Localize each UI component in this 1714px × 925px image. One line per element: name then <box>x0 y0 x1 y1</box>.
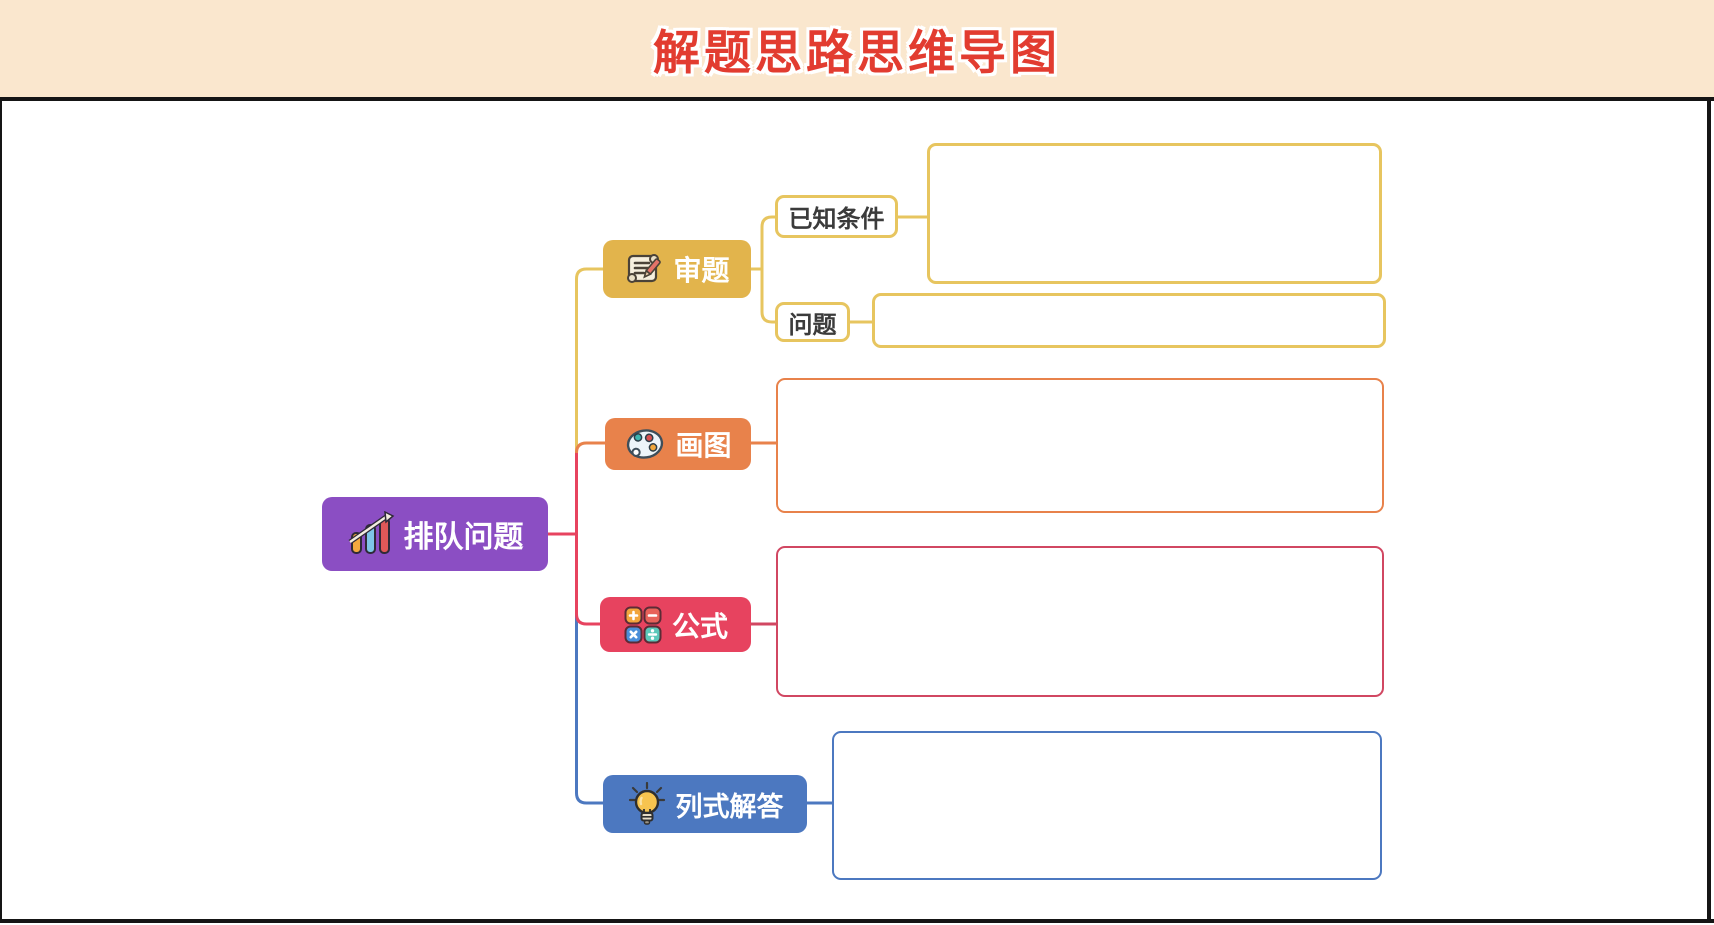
branch-node-label: 公式 <box>671 610 728 642</box>
branch-node-label: 审题 <box>673 255 730 286</box>
branch-node-gongshi[interactable]: 公式 <box>600 597 751 652</box>
math-operations-icon <box>623 605 663 645</box>
child-node-label: 问题 <box>788 311 837 339</box>
branch-node-lieshijieda[interactable]: 列式解答 <box>603 775 807 833</box>
child-node-wenti[interactable]: 问题 <box>775 302 850 342</box>
branch-node-label: 列式解答 <box>675 791 784 822</box>
content-box-yizhitiaojian[interactable] <box>927 143 1382 284</box>
content-box-huatu[interactable] <box>776 378 1384 513</box>
frame-right-line <box>1707 97 1711 923</box>
palette-icon <box>624 425 666 463</box>
light-bulb-icon <box>627 782 667 826</box>
branch-node-shenti[interactable]: 审题 <box>603 240 751 298</box>
frame-top-line <box>0 97 1714 101</box>
root-node-paidui-wenti[interactable]: 排队问题 <box>322 497 548 571</box>
branch-node-huatu[interactable]: 画图 <box>605 418 751 470</box>
scroll-pencil-icon <box>624 249 664 289</box>
page-title: 解题思路思维导图 <box>653 26 1061 79</box>
frame-bottom-line <box>0 919 1714 923</box>
content-box-gongshi[interactable] <box>776 546 1384 697</box>
branch-node-label: 画图 <box>675 430 732 461</box>
content-box-wenti[interactable] <box>872 293 1386 348</box>
frame-left-line <box>0 97 2 923</box>
header-band: 解题思路思维导图 <box>0 0 1714 97</box>
root-node-label: 排队问题 <box>403 521 524 554</box>
content-box-lieshijieda[interactable] <box>832 731 1382 880</box>
bar-chart-icon <box>347 511 395 557</box>
child-node-label: 已知条件 <box>788 206 885 233</box>
child-node-yizhitiaojian[interactable]: 已知条件 <box>775 195 898 238</box>
